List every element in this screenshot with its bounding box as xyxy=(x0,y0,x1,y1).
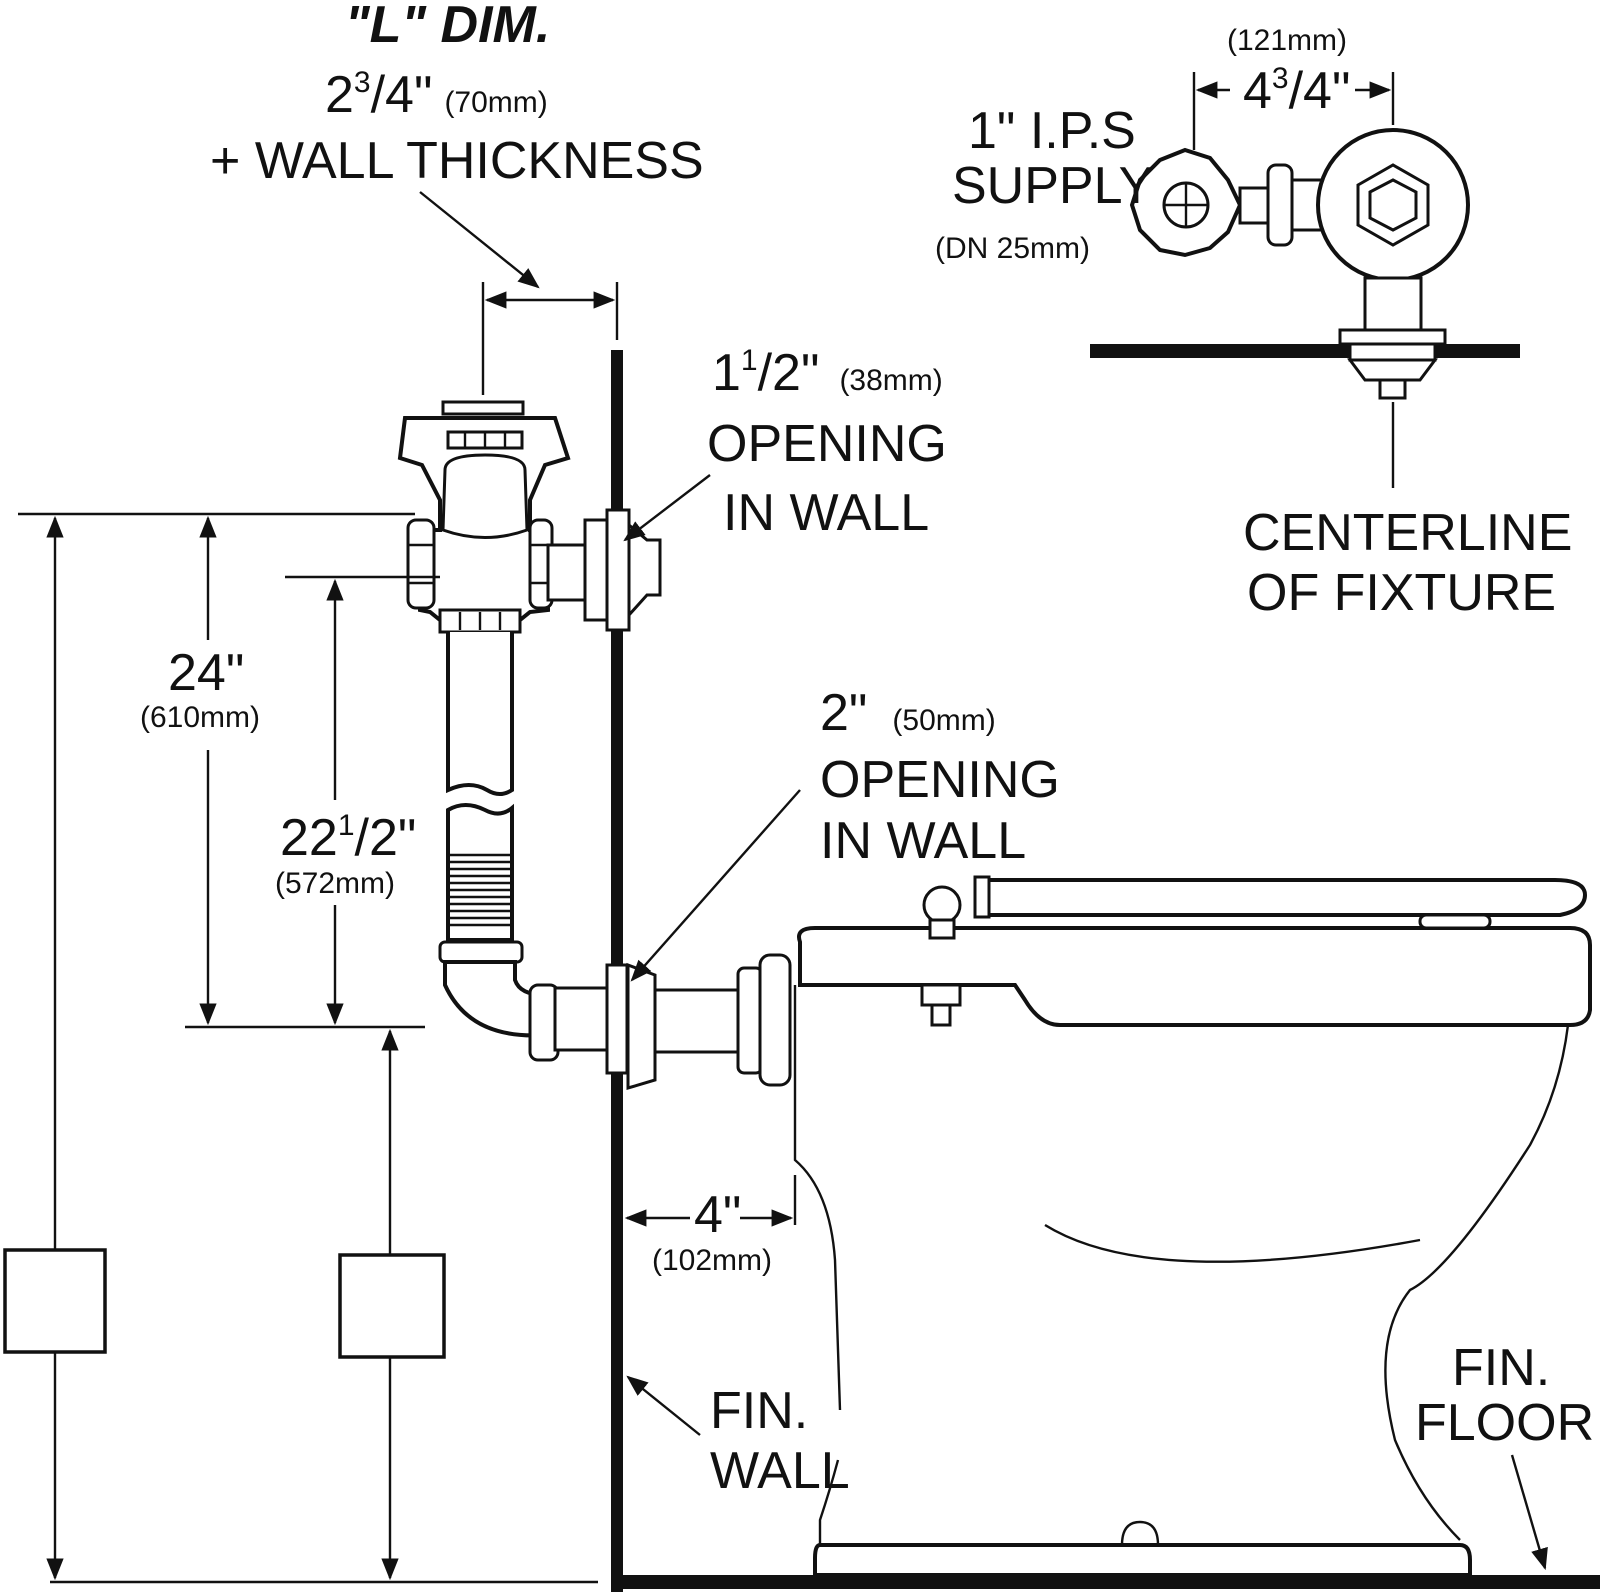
elbow-and-spud xyxy=(443,953,792,1091)
top-view-supply xyxy=(1090,72,1520,488)
opening-2-line2: IN WALL xyxy=(820,812,1026,870)
opening-1-5-line1: OPENING xyxy=(707,415,947,473)
opening-2-line1: OPENING xyxy=(820,751,1060,809)
flush-valve xyxy=(397,400,571,634)
top-dim-mm: (121mm) xyxy=(1227,24,1347,57)
dim-22-value: 221/2" xyxy=(280,809,416,867)
ips-line2: SUPPLY xyxy=(952,157,1153,215)
supply-stop-connection xyxy=(546,508,662,632)
blank-box-right xyxy=(338,1253,446,1359)
l-dim-plus-wall: + WALL THICKNESS xyxy=(210,132,704,190)
vacuum-breaker-tube xyxy=(438,632,524,964)
dim-24-value: 24" xyxy=(168,644,244,702)
dim-22-mm: (572mm) xyxy=(275,867,395,900)
opening-2-value: 2"(50mm) xyxy=(820,684,996,742)
fin-floor-line2: FLOOR xyxy=(1415,1394,1594,1452)
fin-floor-line1: FIN. xyxy=(1452,1339,1550,1397)
dim-4-mm: (102mm) xyxy=(652,1244,772,1277)
blank-box-left xyxy=(3,1248,107,1354)
ips-line3: (DN 25mm) xyxy=(935,232,1090,265)
ips-line1: 1" I.P.S xyxy=(968,102,1136,160)
opening-1-5-line2: IN WALL xyxy=(723,484,929,542)
water-closet xyxy=(793,875,1592,1577)
fin-wall-line2: WALL xyxy=(710,1442,850,1500)
l-dim-value: 23/4"(70mm) xyxy=(325,66,548,124)
dim-4-value: 4" xyxy=(694,1186,741,1244)
top-dim-value: 43/4" xyxy=(1243,62,1350,120)
dimension-lines xyxy=(18,191,1548,1584)
threaded-section xyxy=(448,853,512,927)
l-dim-title: "L" DIM. xyxy=(345,0,550,54)
dim-24-mm: (610mm) xyxy=(140,701,260,734)
centerline-line1: CENTERLINE xyxy=(1243,504,1572,562)
fin-wall-line1: FIN. xyxy=(710,1382,808,1440)
centerline-line2: OF FIXTURE xyxy=(1247,564,1556,622)
opening-1-5-value: 11/2"(38mm) xyxy=(712,344,943,402)
